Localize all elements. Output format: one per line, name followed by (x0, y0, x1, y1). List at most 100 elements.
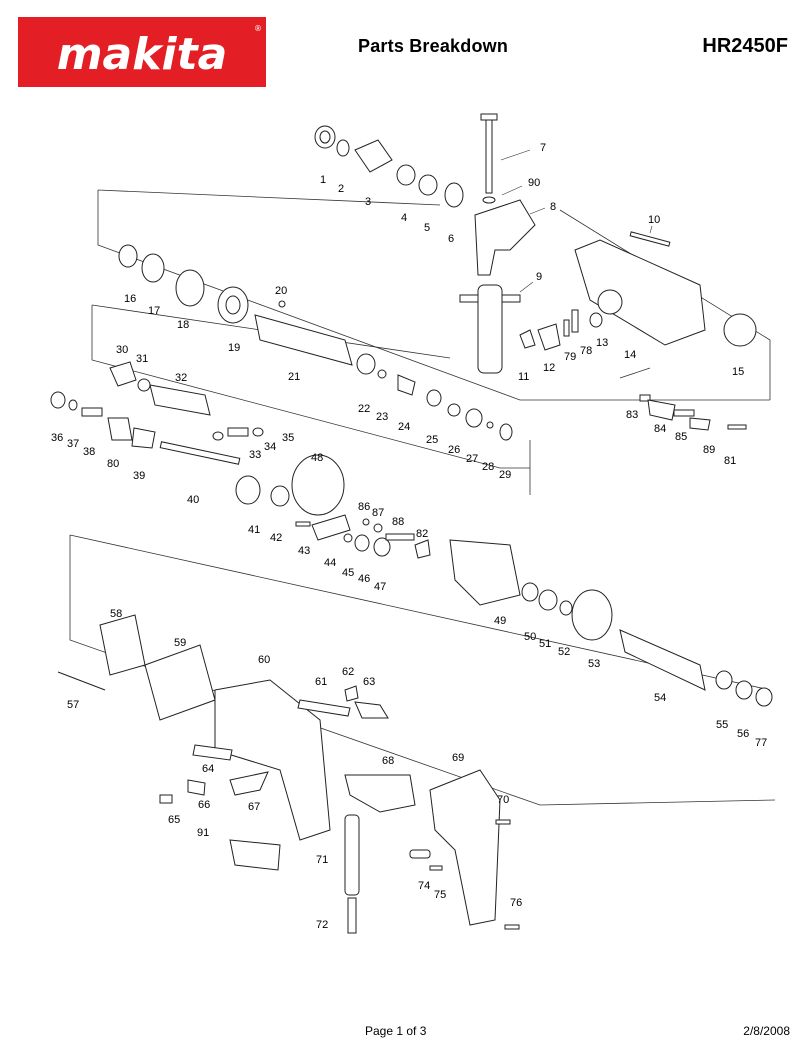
part-70-screw (495, 819, 511, 825)
part-label-77: 77 (755, 737, 767, 749)
part-69-handle (429, 769, 501, 926)
part-label-1: 1 (320, 174, 326, 186)
part-label-19: 19 (228, 342, 240, 354)
part-label-11: 11 (518, 371, 529, 383)
part-label-90: 90 (528, 177, 540, 189)
part-label-2: 2 (338, 183, 344, 195)
part-label-54: 54 (654, 692, 666, 704)
part-label-67: 67 (248, 801, 260, 813)
part-label-84: 84 (654, 423, 666, 435)
part-52-washer (559, 600, 573, 616)
part-label-59: 59 (174, 637, 186, 649)
part-28-o-ring (486, 421, 494, 429)
part-14-housing (574, 239, 706, 346)
part-label-74: 74 (418, 880, 430, 892)
part-84-lever (647, 399, 676, 421)
leader-lines (500, 149, 653, 293)
part-label-15: 15 (732, 366, 744, 378)
part-72-rod (347, 897, 357, 934)
part-label-13: 13 (596, 337, 608, 349)
part-label-48: 48 (311, 452, 323, 464)
part-label-52: 52 (558, 646, 570, 658)
part-43-screw (295, 521, 311, 527)
part-label-41: 41 (248, 524, 260, 536)
model-number: HR2450F (702, 35, 788, 57)
part-66-brush-holder (187, 779, 206, 796)
part-65-terminal (159, 794, 173, 804)
part-64-label (192, 744, 233, 761)
part-label-31: 31 (136, 353, 148, 365)
part-46-bearing (354, 534, 370, 552)
part-label-82: 82 (416, 528, 428, 540)
part-label-10: 10 (648, 214, 660, 226)
part-label-21: 21 (288, 371, 300, 383)
part-label-63: 63 (363, 676, 375, 688)
part-label-37: 37 (67, 438, 79, 450)
part-label-45: 45 (342, 567, 354, 579)
part-89-button (689, 417, 711, 431)
part-21-tool-holder (254, 314, 353, 366)
part-23-o-ring (377, 369, 387, 379)
part-label-24: 24 (398, 421, 410, 433)
part-label-76: 76 (510, 897, 522, 909)
part-label-34: 34 (264, 441, 276, 453)
part-36-bearing (50, 391, 66, 409)
part-label-42: 42 (270, 532, 282, 544)
part-86-nut (362, 518, 370, 526)
part-label-57: 57 (67, 699, 79, 711)
part-80-clutch (107, 417, 133, 441)
part-label-83: 83 (626, 409, 638, 421)
part-label-71: 71 (316, 854, 328, 866)
part-45-ring (343, 533, 353, 543)
part-label-86: 86 (358, 501, 370, 513)
part-91-brush-set (229, 839, 281, 871)
part-label-85: 85 (675, 431, 687, 443)
part-label-8: 8 (550, 201, 556, 213)
page-title: Parts Breakdown (358, 36, 509, 56)
part-label-69: 69 (452, 752, 464, 764)
part-76-screw (504, 924, 520, 930)
part-label-88: 88 (392, 516, 404, 528)
part-number-labels: 1 2 3 4 5 6 7 90 8 10 9 16 17 18 19 20 2… (51, 142, 767, 931)
part-label-62: 62 (342, 666, 354, 678)
part-label-56: 56 (737, 728, 749, 740)
part-54-armature (619, 629, 706, 691)
part-55-bearing (715, 670, 733, 690)
part-44-plate (311, 514, 351, 541)
part-label-72: 72 (316, 919, 328, 931)
part-label-61: 61 (315, 676, 327, 688)
part-label-5: 5 (424, 222, 430, 234)
part-label-33: 33 (249, 449, 261, 461)
part-label-70: 70 (497, 794, 509, 806)
part-label-91: 91 (197, 827, 209, 839)
part-label-26: 26 (448, 444, 460, 456)
part-27-bushing (465, 408, 483, 428)
part-26-ring (447, 403, 461, 417)
part-label-17: 17 (148, 305, 160, 317)
part-56-ring (735, 680, 753, 700)
part-62-holder (344, 685, 359, 702)
part-label-32: 32 (175, 372, 187, 384)
makita-logo: makita ® (18, 17, 266, 87)
part-label-44: 44 (324, 557, 336, 569)
brand-wordmark: makita (57, 29, 228, 80)
part-label-81: 81 (724, 455, 736, 467)
part-4-washer (396, 164, 416, 186)
part-17-washer (141, 253, 165, 283)
part-label-35: 35 (282, 432, 294, 444)
part-label-12: 12 (543, 362, 555, 374)
part-29-ring (499, 423, 513, 441)
part-13-ring (589, 312, 603, 328)
part-57-screw (57, 671, 106, 691)
part-22-ring (356, 353, 376, 375)
part-68-switch (344, 774, 416, 813)
part-label-89: 89 (703, 444, 715, 456)
part-18-spring (175, 269, 205, 307)
part-25-washer (426, 389, 442, 407)
part-81-screw (727, 424, 747, 430)
part-38-spring (81, 407, 103, 417)
part-6-spring (444, 182, 464, 208)
part-label-28: 28 (482, 461, 494, 473)
part-85-spring (673, 409, 695, 417)
part-shapes (50, 113, 773, 934)
